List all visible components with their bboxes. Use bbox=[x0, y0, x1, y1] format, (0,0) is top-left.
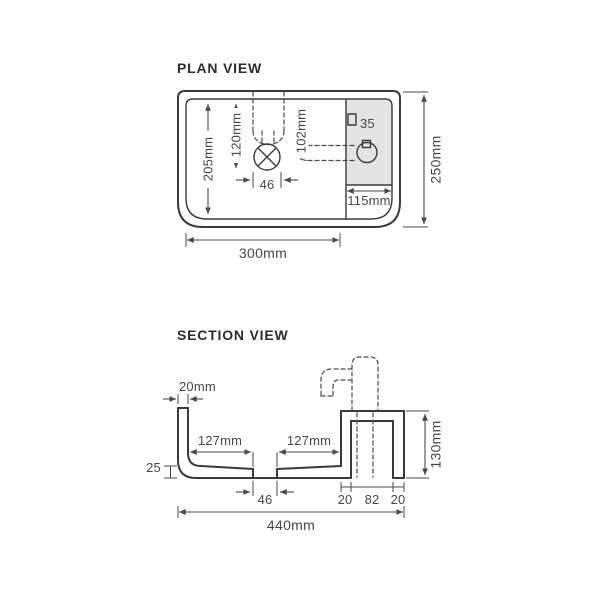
section-dim-deck-segments: 20 82 20 bbox=[338, 482, 406, 507]
section-view: SECTION VIEW 20mm bbox=[146, 327, 443, 533]
svg-text:205mm: 205mm bbox=[201, 137, 216, 181]
plan-dim-250mm: 250mm bbox=[403, 91, 444, 228]
plan-dim-205mm: 205mm bbox=[200, 104, 216, 214]
plan-view: PLAN VIEW bbox=[177, 60, 444, 261]
plan-view-title: PLAN VIEW bbox=[177, 60, 262, 76]
plan-dim-102mm: 102mm bbox=[293, 104, 309, 160]
basin-inner-outline bbox=[185, 98, 393, 220]
section-dim-440mm: 440mm bbox=[177, 506, 405, 533]
section-dim-127mm-right: 127mm bbox=[276, 433, 339, 467]
svg-text:82: 82 bbox=[365, 492, 380, 507]
plan-dim-120mm: 120mm bbox=[228, 104, 244, 168]
plan-dim-35-label: 35 bbox=[360, 116, 375, 131]
svg-text:20: 20 bbox=[338, 492, 353, 507]
svg-text:25: 25 bbox=[146, 460, 161, 475]
svg-text:127mm: 127mm bbox=[198, 433, 242, 448]
section-dim-127mm-left: 127mm bbox=[190, 433, 254, 467]
plan-dim-300mm: 300mm bbox=[185, 233, 341, 261]
basin-outer-outline bbox=[177, 90, 401, 228]
svg-text:46: 46 bbox=[260, 177, 275, 192]
section-dim-46: 46 bbox=[236, 481, 294, 507]
plan-dim-46: 46 bbox=[236, 172, 298, 192]
svg-text:250mm: 250mm bbox=[428, 135, 444, 183]
tap-footprint-icon bbox=[252, 91, 285, 146]
svg-text:130mm: 130mm bbox=[428, 420, 444, 468]
svg-text:127mm: 127mm bbox=[287, 433, 331, 448]
section-dim-20mm: 20mm bbox=[163, 379, 216, 404]
svg-text:102mm: 102mm bbox=[294, 109, 309, 153]
tap-silhouette-icon bbox=[320, 356, 379, 478]
fixing-hole-icon bbox=[347, 113, 357, 126]
plan-dim-115mm: 115mm bbox=[347, 188, 391, 208]
drain-icon bbox=[253, 143, 281, 171]
section-dim-25: 25 bbox=[146, 460, 177, 479]
svg-text:46: 46 bbox=[258, 492, 273, 507]
svg-text:440mm: 440mm bbox=[267, 517, 315, 533]
section-dim-130mm: 130mm bbox=[406, 410, 444, 479]
svg-text:20mm: 20mm bbox=[179, 379, 216, 394]
svg-text:20: 20 bbox=[391, 492, 406, 507]
svg-text:115mm: 115mm bbox=[347, 193, 390, 208]
tap-hole-icon bbox=[356, 139, 378, 164]
svg-text:120mm: 120mm bbox=[229, 113, 244, 157]
svg-text:300mm: 300mm bbox=[239, 245, 287, 261]
section-view-title: SECTION VIEW bbox=[177, 327, 289, 343]
